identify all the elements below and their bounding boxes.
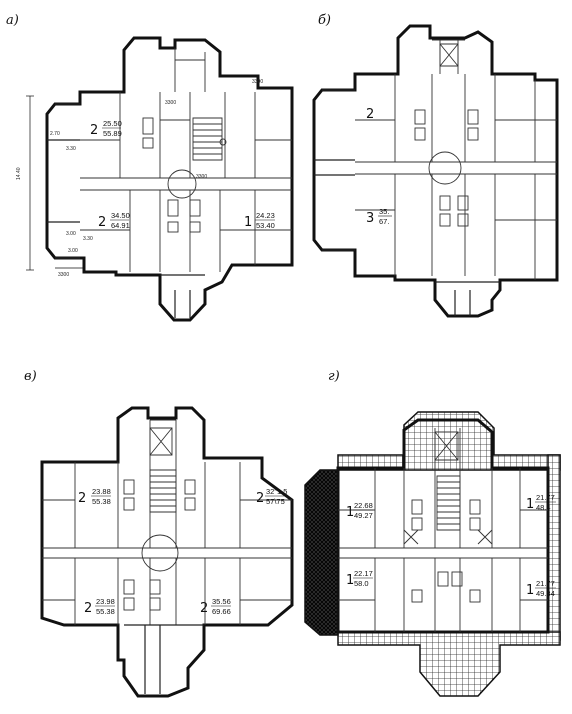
panel-a-apt2-living: 34.50 [111,211,130,220]
panel-g-stair [436,475,461,531]
panel-a-dim-7: 3.00 [68,248,78,254]
panel-a-dim-9: 14.40 [16,167,22,180]
panel-b-partitions [355,39,557,280]
panel-g-label: г) [328,369,340,384]
panel-g-apt4-living: 21.77 [536,579,555,588]
panel-a-dim-2: 3300 [196,174,207,180]
panel-g-apt4-rooms: 1 [526,583,534,598]
panel-g-apt4-total: 49.34 [536,589,555,598]
panel-v-apt1-living: 23.88 [92,487,111,496]
panel-v-apt4-total: 69.66 [212,607,231,616]
panel-v-apt3-rooms: 2 [84,601,92,616]
panel-v-apt2-total: 57\75 [266,497,285,506]
panel-g-bath-fixtures [403,499,493,603]
panel-g-terrace-right [547,454,561,641]
panel-v: в) 2 23.88 55.38 2 32"1.5 57\75 2 23.98 … [24,369,294,698]
panel-v-stair [149,469,177,513]
panel-a-dim-10: 3300 [58,272,69,278]
panel-b-left-bay [314,89,355,251]
panel-g-outline [336,418,550,634]
panel-b-bath-fixtures [414,109,479,227]
panel-g-apt1-rooms: 1 [346,505,354,520]
panel-a-left-bay [47,103,80,259]
panel-a-stair [192,117,223,161]
panel-b-corridor [355,161,557,175]
panel-b-apt2-total: 67. [379,217,389,226]
panel-g-terrace-bottom [337,631,561,697]
panel-v-elevator [149,427,173,456]
panel-v-apt2-living: 32"1.5 [266,487,287,496]
panel-v-partitions [42,419,292,625]
panel-g-left-balcony [304,469,339,636]
panel-g-apt1-total: 49.27 [354,511,373,520]
panel-b-lower-bay [435,281,500,316]
panel-a: а) 2 25.50 55.89 2 34.50 [6,13,294,322]
panel-g-apt3-total: 58.0 [354,579,369,588]
panel-v-bath-fixtures [123,479,196,611]
panel-a-lobby [167,169,197,199]
panel-a-dim-1: 3300 [165,100,176,106]
panel-a-apt3-living: 24.23 [256,211,275,220]
panel-a-apt3-rooms: 1 [244,215,252,230]
panel-a-apt1-total: 55.89 [103,129,122,138]
panel-a-corridor [80,177,292,191]
panel-g-apt3-living: 22.17 [354,569,373,578]
panel-a-apt2-rooms: 2 [98,215,106,230]
panel-a-dim-5: 3.30 [66,146,76,152]
panel-a-dim-8: 3.30 [83,236,93,242]
panel-g-apt3-rooms: 1 [346,573,354,588]
panel-v-apt1-total: 55.38 [92,497,111,506]
panel-b-lobby [428,151,462,185]
panel-b: б) 2 3 35. 67. [312,13,559,318]
panel-a-partitions [80,48,292,272]
panel-g-apt2-living: 21.77 [536,493,555,502]
panel-g: г) 1 22.68 49.27 1 21.77 48.4 [304,369,561,697]
panel-v-apt3-total: 55.38 [96,607,115,616]
panel-a-apt2-total: 64.91 [111,221,130,230]
panel-b-apt2-living: 35. [379,207,389,216]
panel-v-lower-bay [124,624,204,694]
panel-a-apt3-total: 53.40 [256,221,275,230]
panel-a-apt1-living: 25.50 [103,119,122,128]
panel-v-apt4-rooms: 2 [200,601,208,616]
panel-v-apt3-living: 23.98 [96,597,115,606]
panel-g-apt2-total: 48.4 [536,503,551,512]
panel-v-apt4-living: 35.56 [212,597,231,606]
panel-a-dim-3: 3300 [252,79,263,85]
panel-a-dim-4: 2.70 [50,131,60,137]
panel-v-corridor [42,547,292,559]
panel-b-outline [312,24,559,318]
panel-a-lower-bay [160,274,205,318]
panel-b-elevator [439,43,459,67]
panel-g-corridor [338,547,548,559]
panel-b-apt2-rooms: 3 [366,211,374,226]
panel-g-apt1-living: 22.68 [354,501,373,510]
panel-g-elevator [434,431,459,461]
panel-v-outline [40,406,294,698]
panel-a-label: а) [6,13,19,28]
panel-v-apt1-rooms: 2 [78,491,86,506]
panel-a-dimensions: 3300 3300 3300 2.70 3.30 3.00 3.00 3.30 … [16,79,263,278]
panel-a-apt1-rooms: 2 [90,123,98,138]
panel-a-bath-fixtures [142,117,227,233]
panel-g-apt2-rooms: 1 [526,497,534,512]
panel-v-label: в) [24,369,37,384]
panel-b-label: б) [318,13,331,28]
panel-v-lobby [141,534,179,572]
panel-a-dim-6: 3.00 [66,231,76,237]
panel-b-apt1-rooms: 2 [366,107,374,122]
panel-v-apt2-rooms: 2 [256,491,264,506]
